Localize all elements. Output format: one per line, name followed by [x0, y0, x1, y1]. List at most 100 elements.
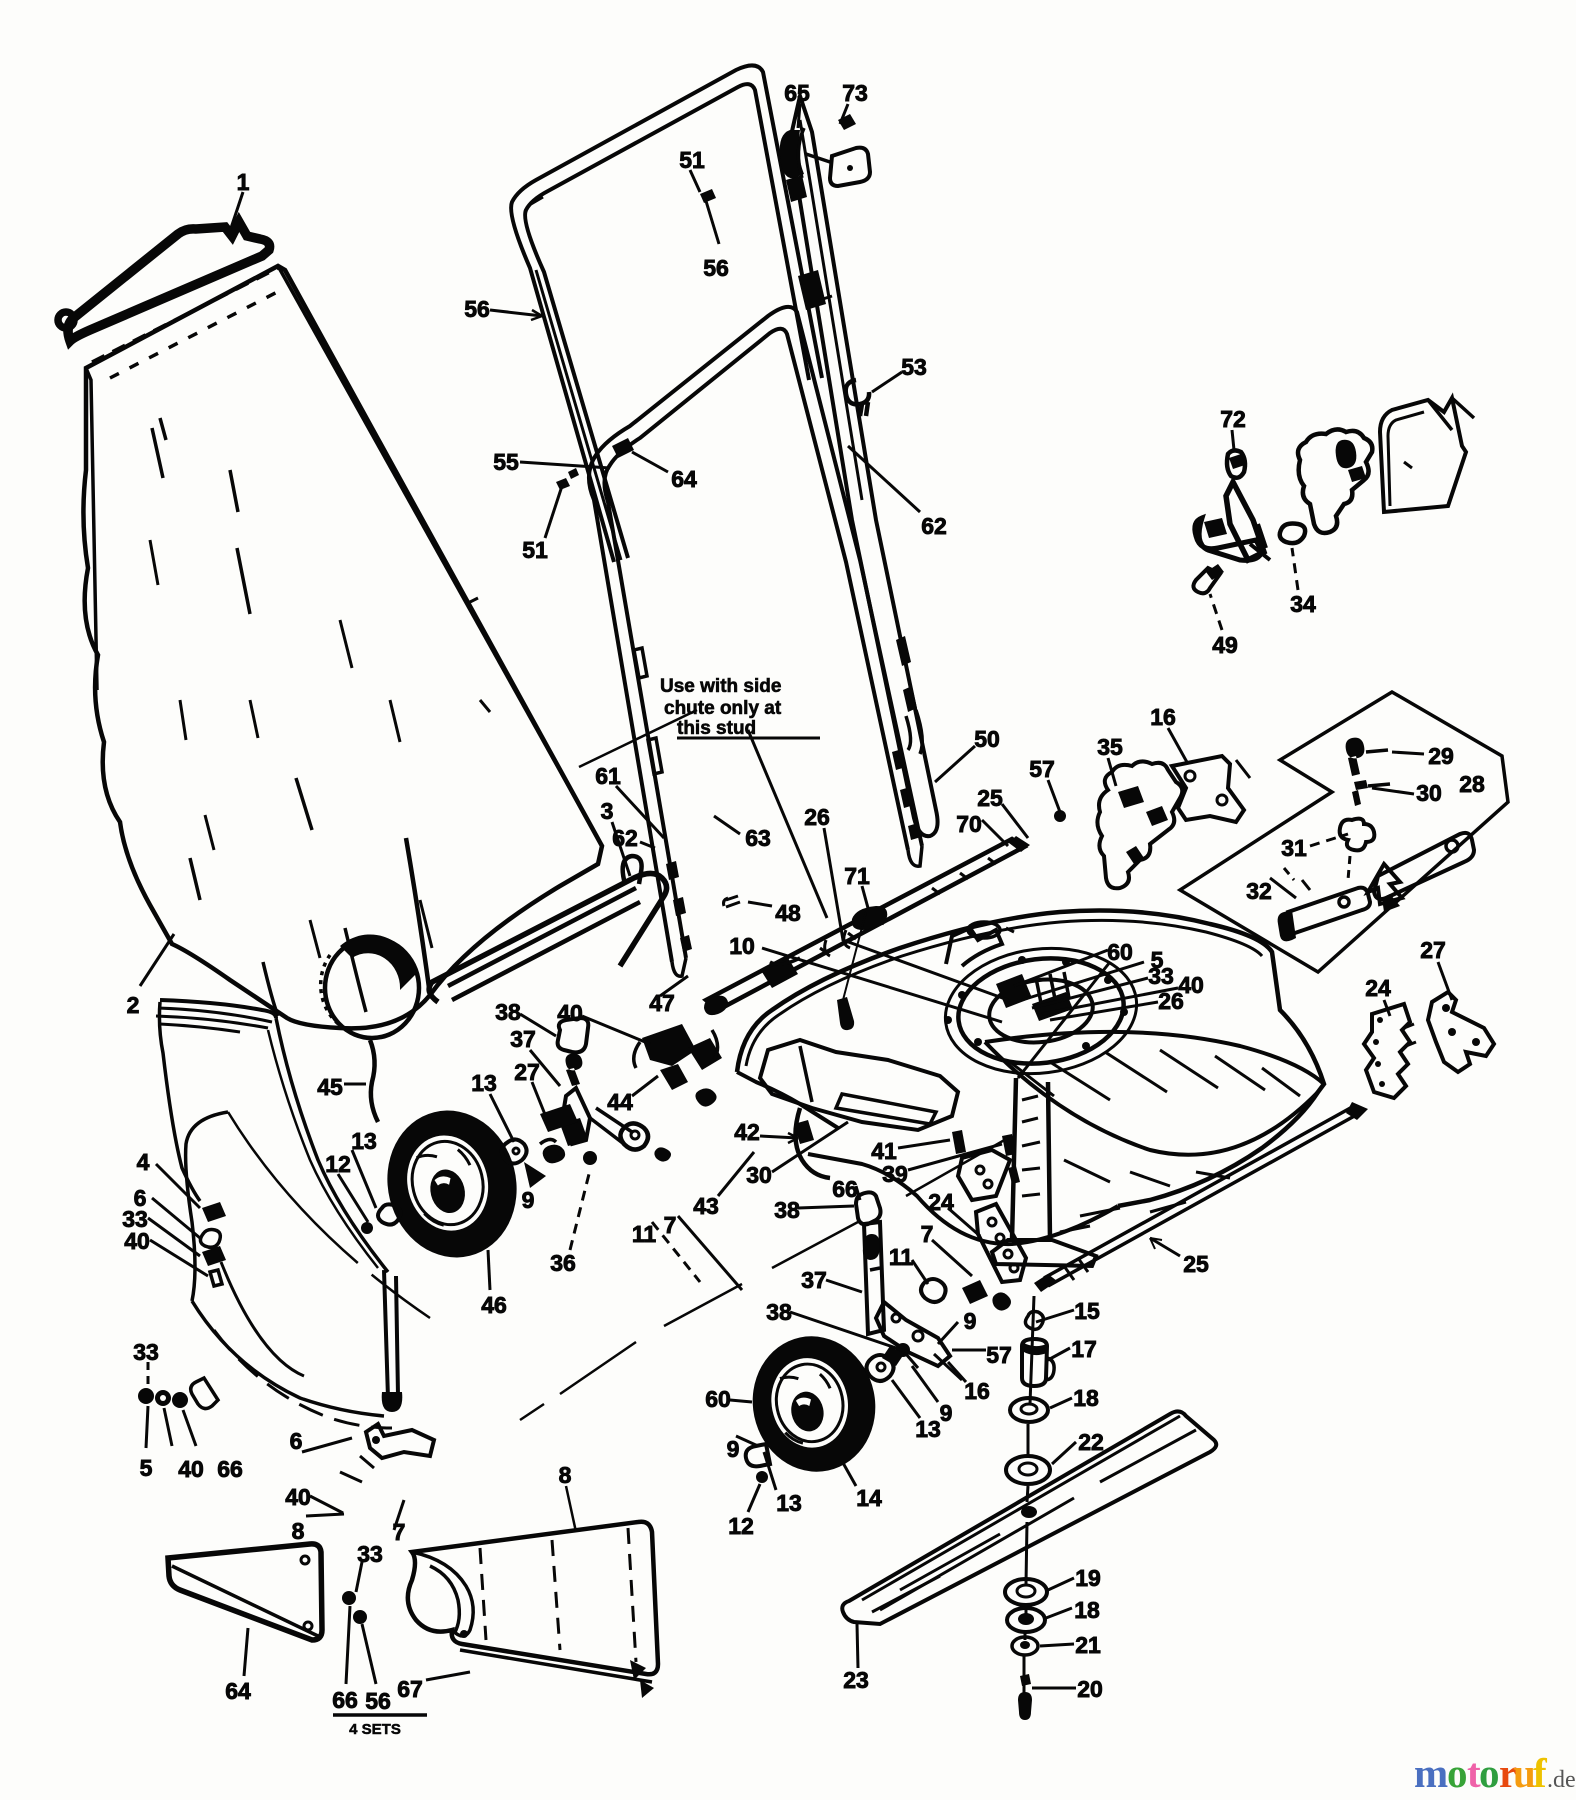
svg-text:32: 32 — [1246, 878, 1272, 904]
svg-text:50: 50 — [974, 726, 1000, 752]
svg-text:37: 37 — [801, 1267, 827, 1293]
svg-text:48: 48 — [775, 900, 801, 926]
svg-text:14: 14 — [856, 1485, 882, 1511]
svg-text:24: 24 — [1365, 975, 1391, 1001]
svg-text:3: 3 — [601, 798, 614, 824]
svg-text:34: 34 — [1290, 591, 1316, 617]
svg-text:15: 15 — [1074, 1298, 1100, 1324]
svg-text:56: 56 — [464, 296, 490, 322]
svg-text:13: 13 — [776, 1490, 802, 1516]
svg-text:45: 45 — [317, 1074, 343, 1100]
svg-text:26: 26 — [804, 804, 830, 830]
svg-text:4 SETS: 4 SETS — [349, 1721, 401, 1738]
svg-text:19: 19 — [1075, 1565, 1101, 1591]
svg-text:13: 13 — [915, 1416, 941, 1442]
svg-text:40: 40 — [285, 1484, 311, 1510]
svg-text:57: 57 — [1029, 756, 1055, 782]
svg-text:6: 6 — [290, 1428, 303, 1454]
svg-text:66: 66 — [832, 1176, 858, 1202]
svg-text:56: 56 — [365, 1688, 391, 1714]
svg-text:65: 65 — [784, 80, 810, 106]
svg-text:9: 9 — [940, 1400, 953, 1426]
svg-text:16: 16 — [964, 1378, 990, 1404]
svg-text:9: 9 — [727, 1436, 740, 1462]
svg-text:55: 55 — [493, 449, 519, 475]
svg-text:40: 40 — [557, 1000, 583, 1026]
svg-text:37: 37 — [510, 1026, 536, 1052]
svg-text:18: 18 — [1073, 1385, 1099, 1411]
svg-text:13: 13 — [351, 1128, 377, 1154]
svg-text:1: 1 — [237, 169, 250, 195]
svg-text:63: 63 — [745, 825, 771, 851]
svg-text:25: 25 — [977, 785, 1003, 811]
svg-text:60: 60 — [1107, 939, 1133, 965]
svg-text:51: 51 — [522, 537, 548, 563]
svg-text:u: u — [1513, 1750, 1536, 1796]
svg-text:24: 24 — [928, 1189, 954, 1215]
svg-text:49: 49 — [1212, 632, 1238, 658]
svg-text:30: 30 — [746, 1162, 772, 1188]
svg-text:73: 73 — [842, 80, 868, 106]
svg-text:chute only at: chute only at — [664, 698, 782, 719]
svg-text:57: 57 — [986, 1342, 1012, 1368]
svg-text:7: 7 — [393, 1519, 406, 1545]
svg-text:62: 62 — [612, 825, 638, 851]
svg-text:2: 2 — [127, 992, 140, 1018]
svg-text:17: 17 — [1071, 1336, 1097, 1362]
svg-text:62: 62 — [921, 513, 947, 539]
svg-text:35: 35 — [1097, 734, 1123, 760]
svg-text:16: 16 — [1150, 704, 1176, 730]
svg-text:23: 23 — [843, 1667, 869, 1693]
svg-text:30: 30 — [1416, 780, 1442, 806]
svg-text:18: 18 — [1074, 1597, 1100, 1623]
svg-text:31: 31 — [1281, 835, 1307, 861]
svg-text:33: 33 — [1148, 963, 1174, 989]
svg-text:Use with side: Use with side — [660, 676, 781, 697]
svg-text:40: 40 — [124, 1228, 150, 1254]
svg-text:o: o — [1447, 1750, 1468, 1796]
svg-text:40: 40 — [1178, 972, 1204, 998]
svg-text:12: 12 — [728, 1513, 754, 1539]
svg-text:72: 72 — [1220, 406, 1246, 432]
svg-text:38: 38 — [766, 1299, 792, 1325]
svg-text:28: 28 — [1459, 771, 1485, 797]
svg-text:44: 44 — [607, 1089, 633, 1115]
svg-text:13: 13 — [471, 1070, 497, 1096]
svg-text:33: 33 — [357, 1541, 383, 1567]
svg-text:21: 21 — [1075, 1632, 1101, 1658]
svg-text:47: 47 — [649, 990, 675, 1016]
svg-text:29: 29 — [1428, 743, 1454, 769]
svg-text:r: r — [1499, 1750, 1517, 1796]
svg-text:8: 8 — [559, 1462, 572, 1488]
svg-text:53: 53 — [901, 354, 927, 380]
svg-text:27: 27 — [1420, 937, 1446, 963]
svg-text:61: 61 — [595, 763, 621, 789]
svg-text:39: 39 — [882, 1161, 908, 1187]
svg-text:f: f — [1533, 1750, 1548, 1796]
svg-text:9: 9 — [522, 1187, 535, 1213]
svg-text:this stud: this stud — [677, 718, 756, 739]
svg-text:27: 27 — [514, 1059, 540, 1085]
svg-text:64: 64 — [671, 466, 697, 492]
svg-text:43: 43 — [693, 1193, 719, 1219]
svg-text:.de: .de — [1547, 1767, 1576, 1793]
svg-text:10: 10 — [729, 933, 755, 959]
svg-text:66: 66 — [217, 1456, 243, 1482]
svg-text:71: 71 — [844, 863, 870, 889]
svg-text:6: 6 — [134, 1185, 147, 1211]
svg-text:11: 11 — [632, 1221, 657, 1247]
svg-text:9: 9 — [964, 1308, 977, 1334]
svg-text:5: 5 — [140, 1455, 153, 1481]
svg-text:7: 7 — [664, 1212, 677, 1238]
svg-text:4: 4 — [137, 1149, 150, 1175]
svg-text:t: t — [1467, 1750, 1481, 1796]
svg-text:25: 25 — [1183, 1251, 1209, 1277]
svg-text:64: 64 — [225, 1678, 251, 1704]
svg-text:7: 7 — [921, 1221, 934, 1247]
svg-text:66: 66 — [332, 1687, 358, 1713]
svg-text:m: m — [1414, 1750, 1448, 1796]
svg-text:60: 60 — [705, 1386, 731, 1412]
svg-text:41: 41 — [871, 1138, 897, 1164]
svg-text:38: 38 — [495, 999, 521, 1025]
svg-text:46: 46 — [481, 1292, 507, 1318]
